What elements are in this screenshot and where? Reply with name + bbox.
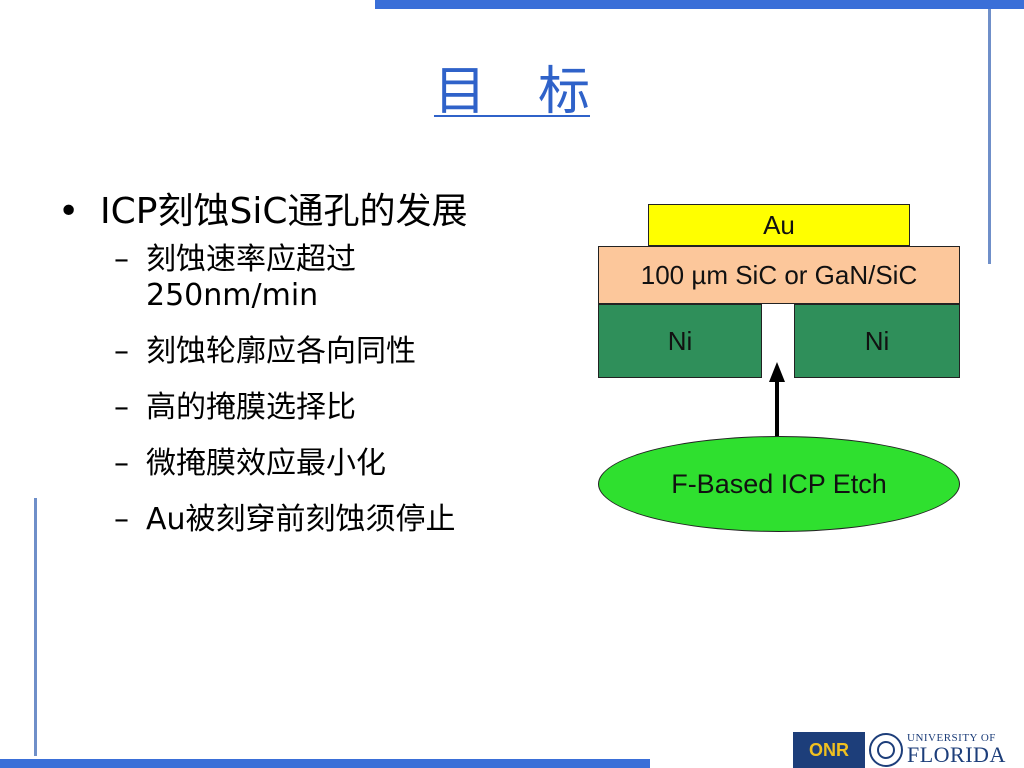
up-arrow-icon	[769, 362, 785, 382]
university-seal-icon	[869, 733, 903, 767]
sub-item-text: 刻蚀轮廓应各向同性	[146, 334, 416, 369]
ni-mask-left: Ni	[598, 304, 762, 378]
bullet-text: ICP刻蚀SiC通孔的发展	[100, 191, 468, 232]
sic-substrate-layer: 100 µm SiC or GaN/SiC	[598, 246, 960, 304]
university-logo-line2: FLORIDA	[907, 742, 1006, 767]
dash-icon: –	[114, 390, 129, 425]
bullet-dot-icon: •	[58, 191, 80, 232]
sub-item-micromasking: – 微掩膜效应最小化	[58, 446, 506, 482]
left-accent-line	[34, 498, 37, 756]
university-logo: UNIVERSITY OF FLORIDA	[907, 732, 1024, 766]
sub-item-mask-selectivity: – 高的掩膜选择比	[58, 390, 506, 426]
dash-icon: –	[114, 334, 129, 369]
slide-title-text: 目 标	[433, 62, 590, 122]
bullet-list: • ICP刻蚀SiC通孔的发展 – 刻蚀速率应超过250nm/min – 刻蚀轮…	[58, 188, 578, 558]
sub-item-isotropic: – 刻蚀轮廓应各向同性	[58, 334, 506, 370]
dash-icon: –	[114, 446, 129, 481]
footer-logos: ONR UNIVERSITY OF FLORIDA	[793, 732, 1024, 768]
bullet-item: • ICP刻蚀SiC通孔的发展	[58, 188, 578, 236]
bottom-accent-bar	[0, 759, 650, 768]
icp-etch-ellipse: F-Based ICP Etch	[598, 436, 960, 532]
sub-item-etch-stop: – Au被刻穿前刻蚀须停止	[58, 502, 506, 538]
au-layer: Au	[648, 204, 910, 246]
sub-item-text: 刻蚀速率应超过250nm/min	[146, 242, 356, 313]
top-accent-bar	[375, 0, 1024, 9]
ni-mask-right: Ni	[794, 304, 960, 378]
arrow-shaft	[775, 380, 779, 462]
sub-item-etch-rate: – 刻蚀速率应超过250nm/min	[58, 242, 506, 314]
dash-icon: –	[114, 242, 129, 277]
right-accent-line	[988, 9, 991, 264]
slide-title: 目 标	[0, 58, 1024, 126]
sub-item-text: 微掩膜效应最小化	[146, 446, 386, 481]
university-logo-line1: UNIVERSITY OF	[907, 732, 996, 744]
sub-item-text: Au被刻穿前刻蚀须停止	[146, 502, 456, 537]
sub-item-text: 高的掩膜选择比	[146, 390, 356, 425]
onr-logo: ONR	[793, 732, 865, 768]
dash-icon: –	[114, 502, 129, 537]
